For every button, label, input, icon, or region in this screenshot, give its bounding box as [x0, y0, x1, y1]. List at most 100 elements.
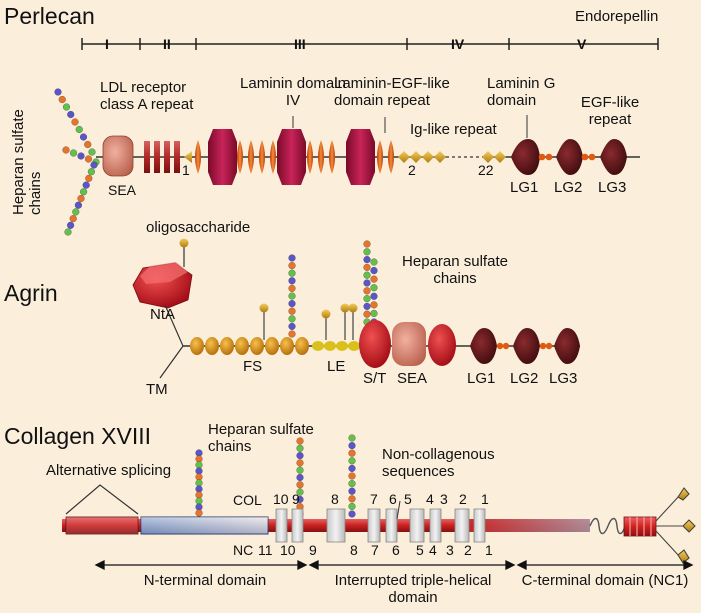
collagen-alt-spliced-segment	[65, 516, 139, 535]
agrin-sea-domain	[392, 322, 426, 366]
egf-dot	[538, 153, 546, 161]
agrin-oligosaccharide-label: oligosaccharide	[146, 219, 251, 236]
collagen-hinge-coil	[589, 517, 626, 535]
ig-diamond	[482, 151, 494, 163]
egf-spindle	[248, 140, 254, 174]
perlecan-hs-chain-2	[62, 146, 100, 166]
perlecan-laminin-iv-domains	[208, 129, 375, 185]
agrin-red-domain	[428, 324, 456, 366]
perlecan-hs-chain-3	[64, 161, 98, 236]
perlecan-heparan-sulfate-chains	[54, 88, 100, 236]
agrin-nta-label: NtA	[150, 306, 176, 323]
nc-number: 11	[258, 542, 273, 558]
perlecan-sea-domain	[102, 135, 134, 177]
fs-bead	[265, 337, 279, 355]
egf-spindle	[195, 140, 201, 174]
egf-spindle	[318, 140, 324, 174]
perlecan-laminin-g-label: Laminin G domain	[487, 75, 556, 109]
fs-bead	[280, 337, 294, 355]
agrin-heparan-sulfate-chains	[288, 240, 378, 338]
ig-diamond	[494, 151, 506, 163]
collagen-alt-splicing-bracket	[65, 484, 139, 515]
perlecan-domain-iv: IV	[451, 36, 465, 52]
perlecan-pointer-lines	[292, 115, 528, 138]
egf-spindle	[307, 140, 313, 174]
fs-bead	[235, 337, 249, 355]
collagen-interrupted-label: Interrupted triple-helical domain	[334, 572, 492, 606]
nc-block	[291, 508, 304, 543]
collagen-non-collagenous-label: Non-collagenous sequences	[382, 446, 495, 480]
egf-spindle	[388, 140, 394, 174]
col-number: 7	[370, 491, 378, 507]
collagen-col-label: COL	[233, 492, 262, 508]
ig-diamond	[398, 151, 410, 163]
fs-bead	[220, 337, 234, 355]
egf-dot	[496, 342, 504, 350]
collagen-heparan-sulfate-chains	[195, 434, 356, 518]
agrin-st-domain	[359, 320, 391, 368]
nc-number: 3	[446, 542, 454, 558]
egf-dot	[588, 153, 596, 161]
egf-spindle	[270, 140, 276, 174]
collagen-n-terminal-label: N-terminal domain	[143, 572, 267, 589]
perlecan-lg3-label: LG3	[598, 179, 627, 196]
perlecan-repeat-1-label: 1	[182, 162, 190, 178]
nc-block	[275, 508, 288, 543]
agrin-st-label: S/T	[363, 370, 387, 387]
collagen-hs-chains-label: Heparan sulfate chains	[208, 421, 314, 455]
agrin-nta-domain	[132, 262, 193, 309]
perlecan-domain-ii: II	[163, 36, 171, 52]
nc-block	[454, 508, 470, 543]
perlecan-egf-like-label: Laminin-EGF-like domain repeat	[334, 75, 450, 109]
perlecan-egf-dots	[538, 153, 596, 161]
egf-dot	[545, 342, 553, 350]
perlecan-repeat-2-label: 2	[408, 162, 416, 178]
collagen-nc-label: NC	[233, 542, 254, 558]
oligosaccharide-knob	[340, 303, 350, 313]
agrin-fs-le-beads	[190, 337, 360, 355]
perlecan-egf-repeat-label: EGF-like repeat	[580, 94, 640, 128]
fs-bead	[295, 337, 309, 355]
agrin-title: Agrin	[4, 280, 58, 306]
col-number: 9	[292, 491, 300, 507]
perlecan-ldl-label: LDL receptor class A repeat	[100, 79, 194, 113]
agrin-egf-dots	[496, 342, 553, 350]
collagen-alt-splicing-label: Alternative splicing	[46, 462, 172, 479]
perlecan-lg1-label: LG1	[510, 179, 539, 196]
col-number: 6	[389, 491, 397, 507]
nc-block	[367, 508, 381, 543]
fs-bead	[205, 337, 219, 355]
collagen-hs-chain-1	[195, 449, 203, 517]
agrin-hs-chain-2	[363, 240, 371, 326]
oligosaccharide-knob	[321, 309, 331, 319]
perlecan-lg-domains	[511, 139, 627, 175]
nc-block	[385, 508, 398, 543]
perlecan-ig-like-label: Ig-like repeat	[410, 121, 497, 138]
perlecan-hs-chains-label: Heparan sulfate chains	[10, 109, 45, 215]
le-bead	[312, 341, 324, 351]
agrin-oligosaccharide-knob	[179, 238, 189, 248]
perlecan-ig-like-repeats	[398, 151, 506, 163]
egf-spindle	[377, 140, 383, 174]
perlecan-domain-i: I	[105, 36, 109, 52]
nc-number: 1	[485, 542, 493, 558]
ig-diamond	[410, 151, 422, 163]
oligosaccharide-knob	[259, 303, 269, 313]
perlecan-domain-v: V	[577, 36, 587, 52]
egf-spindle	[329, 140, 335, 174]
collagen-hs-chain-3	[348, 434, 356, 518]
col-number: 1	[481, 491, 489, 507]
nc-number: 2	[464, 542, 472, 558]
agrin-sea-label: SEA	[397, 370, 428, 387]
le-bead	[336, 341, 348, 351]
perlecan-lg2-label: LG2	[554, 179, 583, 196]
nc-number: 7	[371, 542, 379, 558]
perlecan-ldl-repeats	[144, 141, 180, 173]
agrin-lg3-label: LG3	[549, 370, 578, 387]
agrin-oligosaccharide-sites	[259, 303, 358, 340]
egf-spindle	[237, 140, 243, 174]
col-number: 10	[273, 491, 289, 507]
ig-diamond	[434, 151, 446, 163]
perlecan-sea-label: SEA	[108, 182, 137, 198]
